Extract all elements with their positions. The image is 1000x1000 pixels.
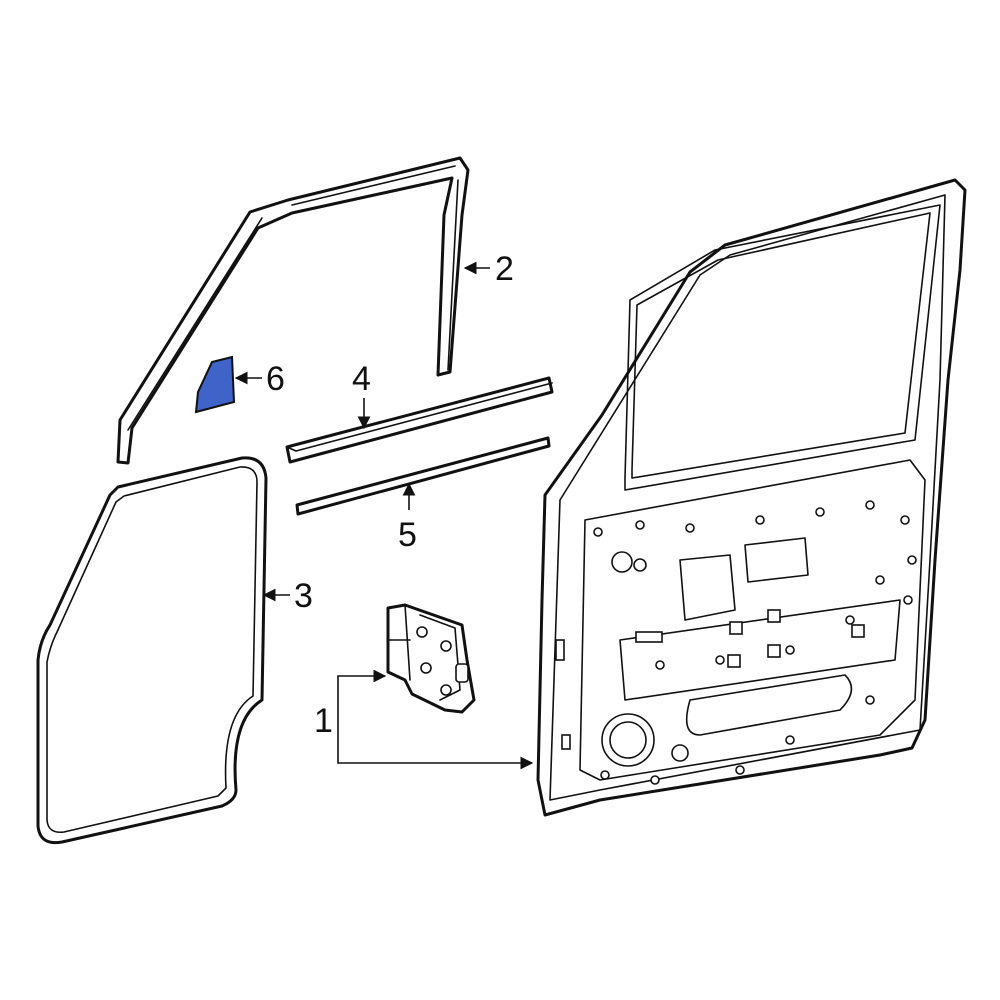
callout-2: 2 xyxy=(495,250,514,288)
callout-1: 1 xyxy=(314,702,333,740)
part-6-filler-piece[interactable] xyxy=(194,355,236,414)
callout-6: 6 xyxy=(266,360,285,398)
part-2-window-channel[interactable] xyxy=(116,156,470,465)
part-4-belt-molding[interactable] xyxy=(285,376,554,464)
door-shell xyxy=(536,178,967,817)
part-1-door-hinge[interactable] xyxy=(386,603,476,714)
callout-4: 4 xyxy=(352,360,371,398)
callout-5: 5 xyxy=(398,516,417,554)
callout-3: 3 xyxy=(294,577,313,615)
part-3-door-seal[interactable] xyxy=(36,456,268,845)
leader-lines xyxy=(234,261,534,770)
part-5-belt-seal[interactable] xyxy=(295,436,551,516)
